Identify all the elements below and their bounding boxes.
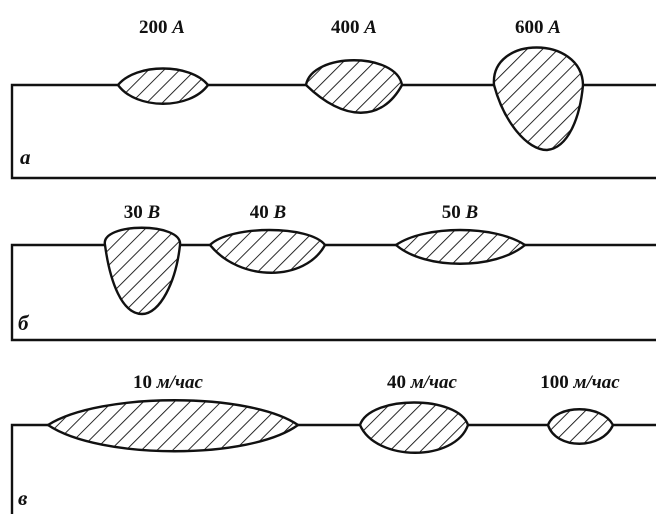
- panel-letter-b: б: [18, 311, 30, 335]
- plate-outline: [10, 243, 656, 342]
- panel-b-voltage: 30 В 40 В 50 В б: [10, 202, 656, 342]
- label-100mh: 100 м/час: [540, 372, 620, 393]
- label-10mh: 10 м/час: [133, 372, 204, 393]
- panel-letter-a: а: [20, 145, 31, 169]
- weld-bead-30v: [103, 226, 182, 316]
- label-50v: 50 В: [442, 202, 478, 223]
- panel-a-current: 200 А 400 А 600 А а: [10, 17, 656, 180]
- label-40v: 40 В: [250, 202, 286, 223]
- weld-bead-600a: [492, 46, 585, 152]
- label-600a: 600 А: [515, 17, 561, 38]
- label-30v: 30 В: [124, 202, 160, 223]
- label-200a: 200 А: [139, 17, 185, 38]
- panel-c-speed: 10 м/час 40 м/час 100 м/час в: [10, 372, 656, 514]
- weld-bead-50v: [394, 228, 528, 265]
- weld-bead-100mh: [546, 408, 615, 445]
- panel-letter-c: в: [18, 486, 28, 510]
- weld-bead-40mh: [358, 401, 470, 454]
- label-40mh: 40 м/час: [387, 372, 458, 393]
- weld-bead-10mh: [45, 399, 301, 453]
- weld-bead-40v: [208, 228, 327, 274]
- label-400a: 400 А: [331, 17, 377, 38]
- weld-bead-400a: [304, 59, 404, 114]
- weld-bead-200a: [116, 67, 210, 105]
